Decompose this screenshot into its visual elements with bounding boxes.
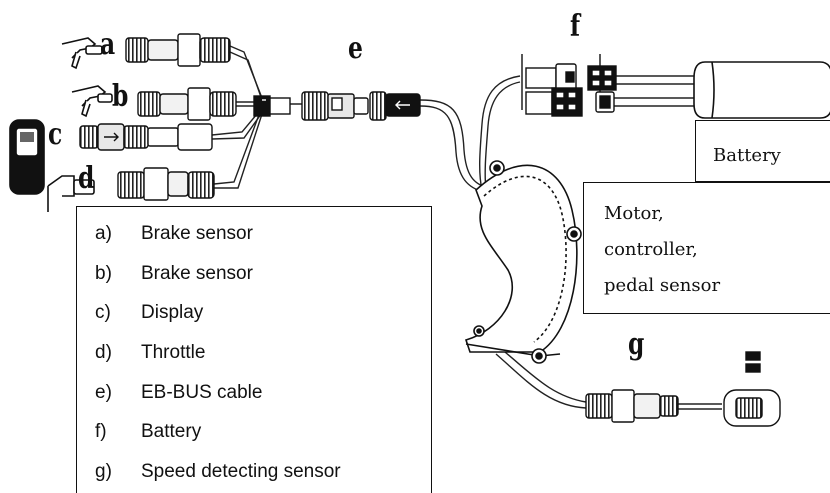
legend-key: f) xyxy=(95,421,107,443)
callout-g: g xyxy=(628,327,645,362)
connector-c xyxy=(79,123,213,151)
motor-label-line: Motor, xyxy=(604,203,664,224)
legend-item-b: b) Brake sensor xyxy=(95,263,341,303)
legend-key: c) xyxy=(95,302,111,324)
connector-d xyxy=(117,167,215,201)
brake-lever-a-icon xyxy=(61,37,103,70)
wire-harness xyxy=(211,45,722,410)
legend-item-d: d) Throttle xyxy=(95,342,341,382)
connector-a xyxy=(125,33,231,67)
callout-d: d xyxy=(78,161,95,196)
legend-item-g: g) Speed detecting sensor xyxy=(95,461,341,493)
legend-label: Brake sensor xyxy=(141,223,253,244)
throttle-icon xyxy=(47,175,95,212)
legend-item-c: c) Display xyxy=(95,302,341,342)
motor-label-line: controller, xyxy=(604,239,698,260)
legend-label: Throttle xyxy=(141,342,206,364)
motor-label-box: Motor, controller, pedal sensor xyxy=(583,182,830,314)
battery-label: Battery xyxy=(713,145,781,166)
speed-sensor xyxy=(585,351,781,427)
legend-key: e) xyxy=(95,381,112,403)
legend-key: b) xyxy=(95,262,112,284)
brake-lever-b-icon xyxy=(71,85,113,118)
legend-item-a: a) Brake sensor xyxy=(95,223,341,263)
motor-label-line: pedal sensor xyxy=(604,275,721,296)
connector-b xyxy=(137,87,237,121)
battery-pack xyxy=(693,61,830,119)
legend-item-e: e) EB-BUS cable xyxy=(95,382,341,422)
eb-bus-cable xyxy=(290,91,421,121)
legend-label: EB-BUS cable xyxy=(141,381,263,403)
motor-housing xyxy=(464,160,582,364)
legend-key: a) xyxy=(95,223,112,244)
callout-c: c xyxy=(48,117,63,152)
legend-label: Brake sensor xyxy=(141,262,253,284)
legend-item-f: f) Battery xyxy=(95,421,341,461)
junction-block xyxy=(253,95,291,117)
display-icon xyxy=(9,119,45,195)
legend-key: g) xyxy=(95,461,112,483)
legend-list: a) Brake sensor b) Brake sensor c) Displ… xyxy=(95,223,341,493)
legend-label: Battery xyxy=(141,421,202,443)
battery-connectors xyxy=(521,54,617,117)
callout-a: a xyxy=(100,27,116,62)
legend-label: Speed detecting sensor xyxy=(141,461,341,483)
callout-e: e xyxy=(348,31,363,66)
battery-label-box: Battery xyxy=(695,120,830,182)
legend-box: a) Brake sensor b) Brake sensor c) Displ… xyxy=(76,206,432,493)
callout-b: b xyxy=(112,79,129,114)
legend-key: d) xyxy=(95,342,112,364)
legend-label: Display xyxy=(141,302,204,324)
callout-f: f xyxy=(570,9,581,44)
